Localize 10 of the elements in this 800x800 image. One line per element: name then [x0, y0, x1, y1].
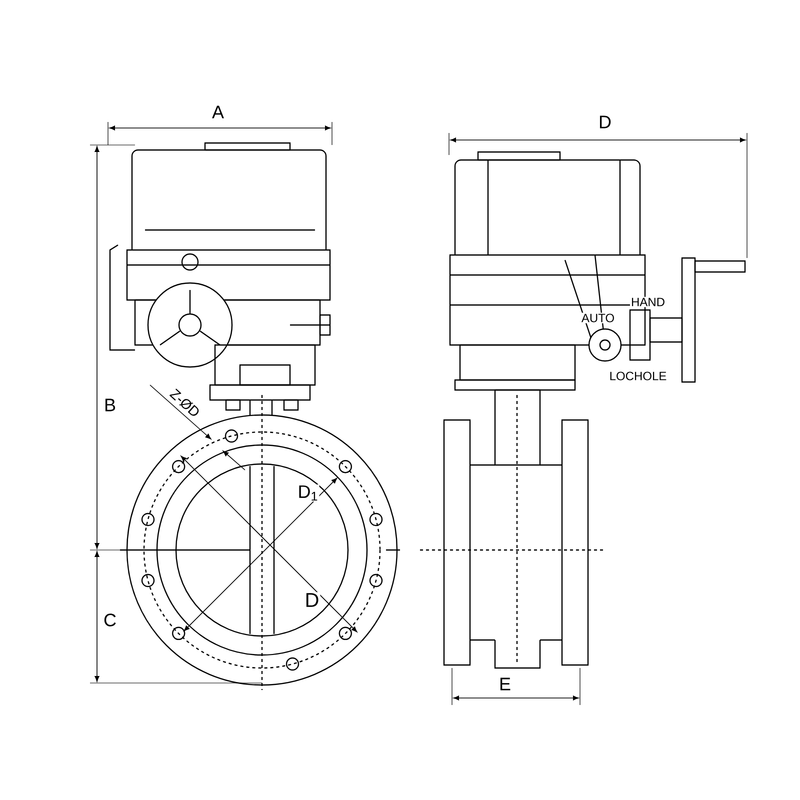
- dimension-label: D$_{1}$: [296, 484, 320, 502]
- dimension-label: A: [211, 104, 225, 120]
- dimension-label: D: [598, 114, 612, 130]
- dimension-label: D: [304, 592, 320, 608]
- dimension-label: HAND: [630, 296, 666, 308]
- dimension-label: E: [498, 676, 512, 692]
- dimension-label: LOCHOLE: [608, 370, 668, 382]
- dimension-label: AUTO: [580, 312, 616, 324]
- dimension-label: C: [102, 612, 118, 628]
- dimension-label: B: [103, 398, 117, 412]
